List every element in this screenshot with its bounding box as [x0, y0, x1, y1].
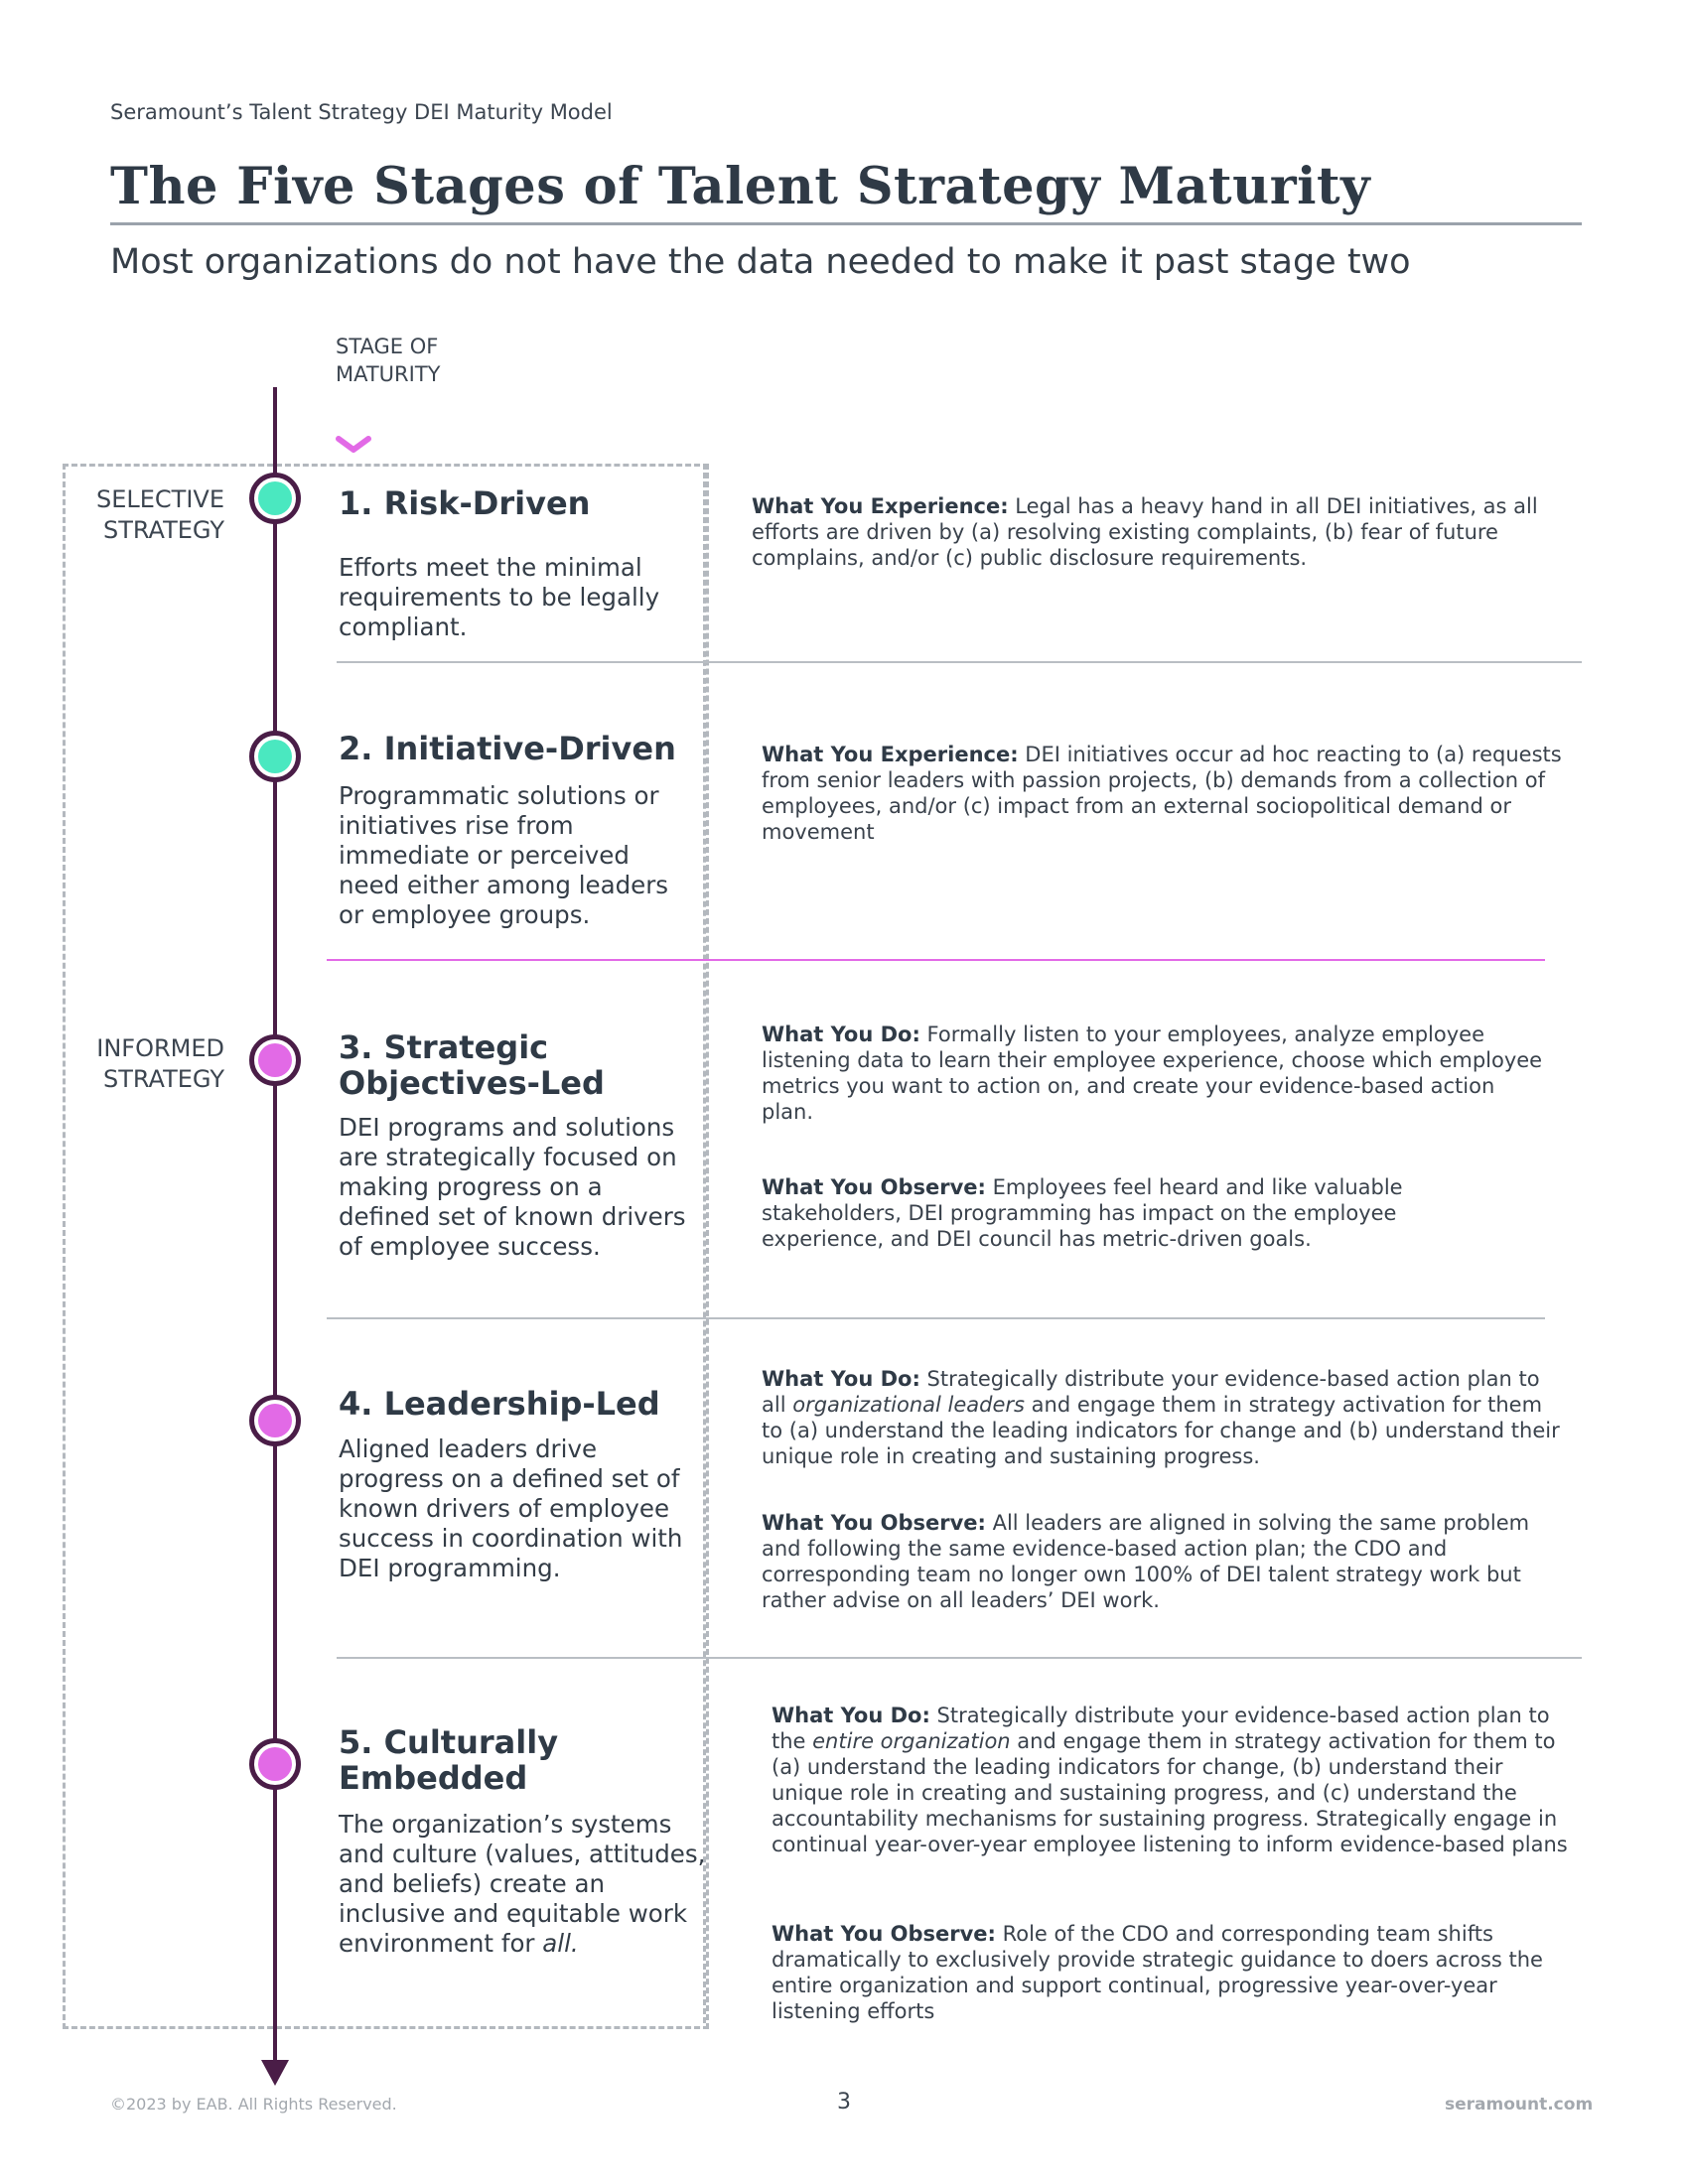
chevron-down-icon [336, 436, 371, 453]
group-label-selective-line2: STRATEGY [102, 516, 224, 544]
axis-label: STAGE OF MATURITY [336, 333, 534, 388]
stage-3-observe: What You Observe: Employees feel heard a… [762, 1175, 1403, 1251]
stage-1-description: Efforts meet the minimal requirements to… [339, 553, 660, 641]
maturity-axis [273, 387, 277, 2070]
column-divider [703, 464, 706, 2023]
page-title: The Five Stages of Talent Strategy Matur… [110, 157, 1371, 216]
footer-copyright: ©2023 by EAB. All Rights Reserved. [110, 2095, 397, 2114]
stage-2-marker [249, 731, 301, 782]
group-label-selective-line1: SELECTIVE [95, 485, 224, 513]
stage-5-do: What You Do: Strategically distribute yo… [772, 1704, 1568, 1856]
stage-3-marker [249, 1034, 301, 1086]
stage-3-description: DEI programs and solutions are strategic… [339, 1113, 686, 1261]
stage-3-title: 3. Strategic Objectives-Led [339, 1028, 605, 1102]
stage-4-observe: What You Observe: All leaders are aligne… [762, 1511, 1530, 1612]
page-subtitle: Most organizations do not have the data … [110, 242, 1411, 282]
stage-2-title: 2. Initiative-Driven [339, 730, 676, 767]
stage-5-description: The organization’s systems and culture (… [339, 1810, 706, 1958]
stage-4-description: Aligned leaders drive progress on a defi… [339, 1434, 683, 1582]
footer-site-link[interactable]: seramount.com [1445, 2095, 1594, 2115]
stage-3-divider [327, 1317, 1545, 1319]
stage-5-title: 5. Culturally Embedded [339, 1723, 559, 1797]
stage-4-title: 4. Leadership-Led [339, 1385, 660, 1423]
stage-4-divider [337, 1657, 1582, 1659]
stage-column-frame [63, 464, 709, 2029]
stage-1-divider [337, 661, 1582, 663]
group-label-informed: INFORMED STRATEGY [56, 1033, 224, 1095]
stage-1-marker [249, 473, 301, 524]
stage-5-marker [249, 1738, 301, 1790]
axis-label-line2: MATURITY [336, 362, 441, 386]
kicker: Seramount’s Talent Strategy DEI Maturity… [110, 100, 613, 124]
stage-3-do: What You Do: Formally listen to your emp… [762, 1023, 1543, 1124]
stage-2-experience: What You Experience: DEI initiatives occ… [762, 743, 1562, 844]
stage-1-title: 1. Risk-Driven [339, 484, 591, 522]
stage-4-do: What You Do: Strategically distribute yo… [762, 1367, 1560, 1468]
group-label-informed-line2: STRATEGY [102, 1065, 224, 1093]
page-number: 3 [837, 2090, 851, 2115]
strategy-divider [327, 959, 1545, 961]
stage-5-observe: What You Observe: Role of the CDO and co… [772, 1922, 1543, 2023]
stage-1-experience: What You Experience: Legal has a heavy h… [752, 494, 1538, 570]
title-divider [110, 222, 1582, 225]
group-label-informed-line1: INFORMED [96, 1034, 224, 1062]
group-label-selective: SELECTIVE STRATEGY [56, 484, 224, 546]
stage-4-marker [249, 1395, 301, 1446]
stage-2-description: Programmatic solutions or initiatives ri… [339, 781, 669, 929]
axis-arrow-icon [261, 2060, 289, 2086]
axis-label-line1: STAGE OF [336, 335, 439, 358]
